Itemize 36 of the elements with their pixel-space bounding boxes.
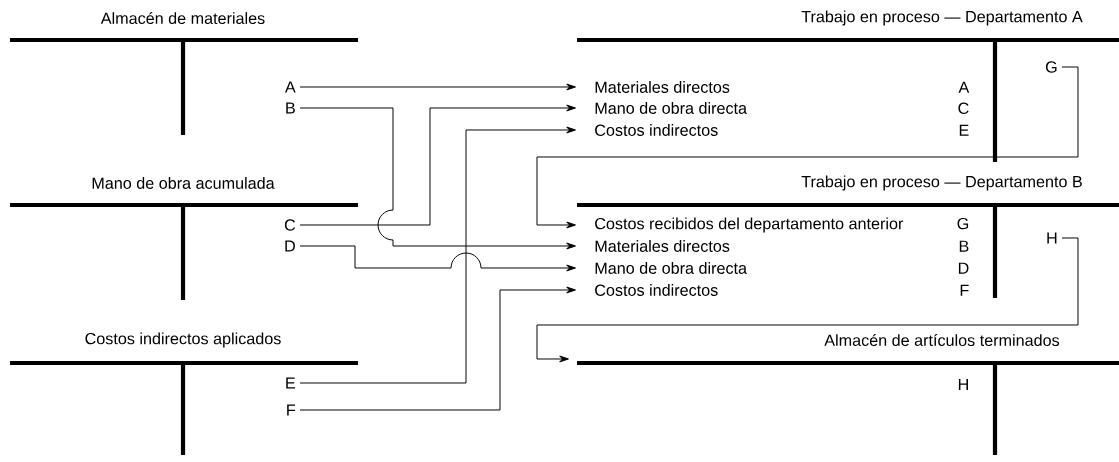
account-entry: Costos indirectos E: [595, 124, 969, 136]
account-title: Trabajo en proceso — Departamento A: [801, 10, 1083, 26]
entry-letter: A: [284, 81, 296, 93]
entry-letter: E: [286, 377, 295, 389]
arrow: [536, 66, 1079, 229]
entry-letter: F: [287, 404, 296, 416]
entry-letter: D: [285, 240, 295, 252]
account-entry: Mano de obra directa C: [595, 102, 969, 114]
account-entry: H: [958, 378, 968, 390]
t-account: [577, 175, 1119, 298]
account-title: Costos indirectos aplicados: [85, 332, 281, 348]
arrow: [299, 286, 576, 411]
account-entry: Costos indirectos F: [595, 284, 969, 296]
account-title: Almacén de artículos terminados: [824, 333, 1060, 346]
t-account: [577, 10, 1119, 162]
arrow: [299, 245, 576, 272]
t-account: [577, 333, 1119, 455]
arrow: [299, 104, 576, 226]
account-title: Trabajo en proceso — Departamento B: [801, 175, 1082, 191]
t-account: [10, 11, 358, 135]
account-title: Mano de obra acumulada: [92, 177, 275, 189]
account-title: Almacén de materiales: [100, 11, 265, 24]
arrow: [299, 83, 576, 91]
account-entry: Mano de obra directa D: [595, 262, 969, 274]
account-entry: Materiales directos A: [595, 81, 970, 93]
entry-letter: B: [286, 102, 295, 114]
t-account: [10, 332, 358, 455]
arrow: [536, 237, 1079, 363]
account-entry: Costos recibidos del departamento anterior G: [595, 217, 969, 233]
account-entry: Materiales directos B: [595, 240, 969, 252]
t-account: [10, 177, 358, 300]
arrow: [299, 126, 576, 384]
entry-letter: H: [1047, 232, 1057, 244]
entry-letter: C: [284, 219, 296, 231]
arrow: [299, 107, 576, 250]
entry-letter: G: [1045, 61, 1057, 73]
